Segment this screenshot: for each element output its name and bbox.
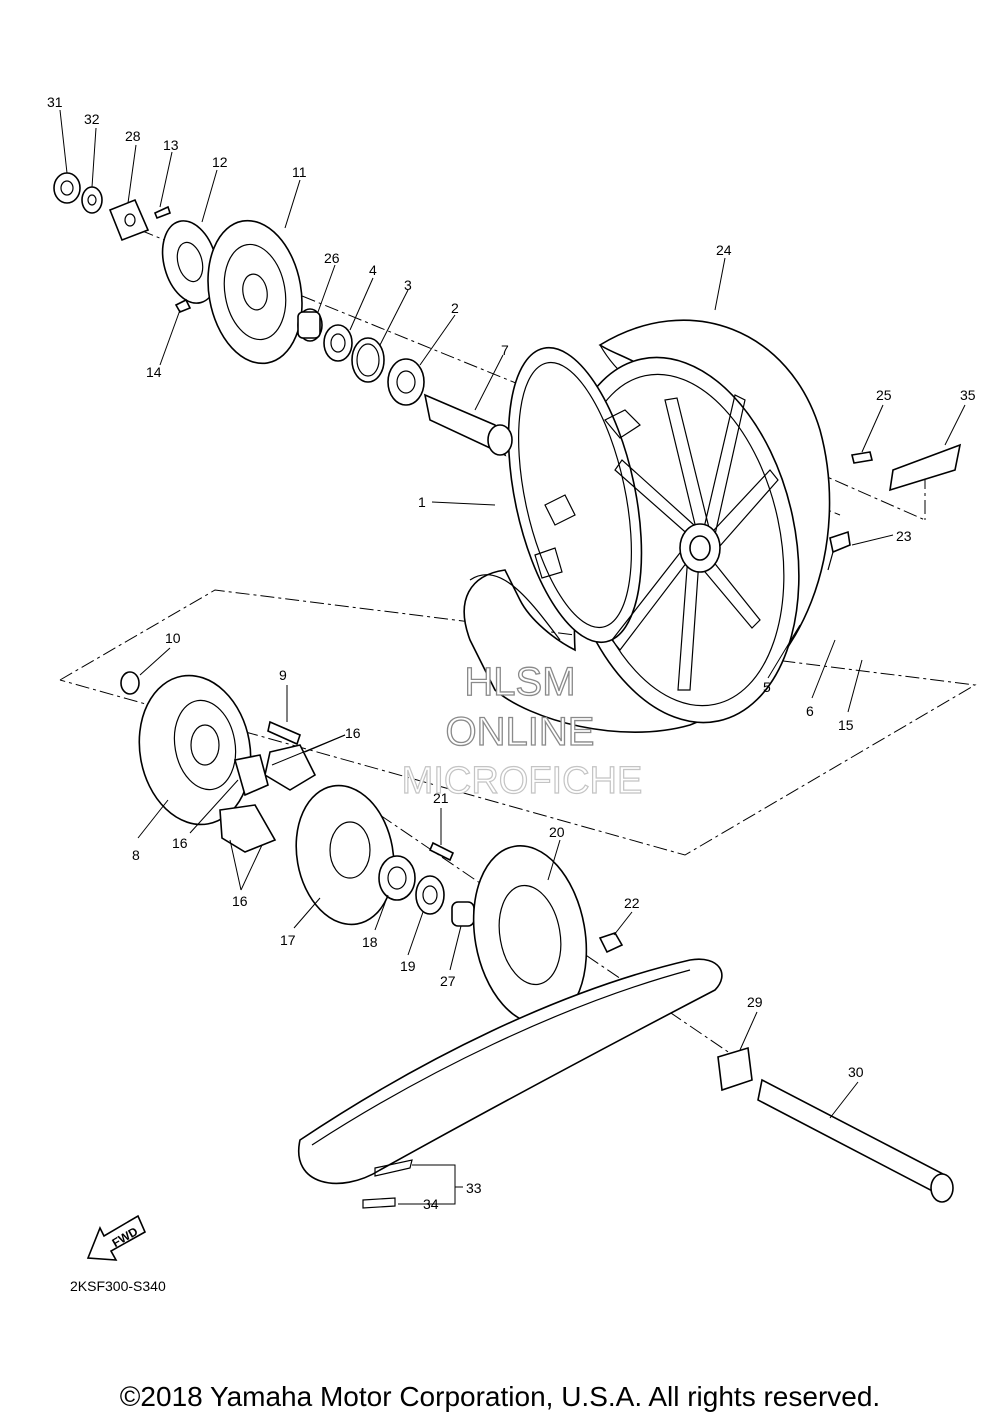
oil-seal-10[interactable]	[120, 671, 140, 695]
drive-chain[interactable]	[297, 958, 723, 1185]
bolt-14[interactable]	[174, 298, 192, 314]
callout-16-a: 16	[345, 725, 361, 741]
callout-27: 27	[440, 973, 456, 989]
screw-13[interactable]	[153, 205, 172, 220]
callout-17: 17	[280, 932, 296, 948]
callout-12: 12	[212, 154, 228, 170]
callout-1: 1	[418, 494, 426, 510]
callout-5: 5	[763, 679, 771, 695]
callout-23: 23	[896, 528, 912, 544]
valve-and-labels	[827, 443, 962, 571]
chain-joint[interactable]	[374, 1159, 413, 1177]
callout-14: 14	[146, 364, 162, 380]
callout-9: 9	[279, 667, 287, 683]
brake-disc[interactable]	[197, 213, 313, 371]
damper-lower[interactable]	[219, 804, 277, 853]
upper-hub-parts	[53, 172, 513, 457]
oil-seal-19[interactable]	[415, 875, 445, 915]
watermark-line-1: HLSM	[464, 660, 575, 704]
callout-4: 4	[369, 262, 377, 278]
fwd-arrow-icon	[86, 1214, 147, 1261]
callout-26: 26	[324, 250, 340, 266]
rear-wheel[interactable]	[463, 319, 831, 745]
callout-28: 28	[125, 128, 141, 144]
stud-bolt-21[interactable]	[428, 841, 455, 862]
damper-mid[interactable]	[233, 754, 269, 797]
collar-27[interactable]	[451, 901, 475, 927]
callout-6: 6	[806, 703, 814, 719]
bearing-2[interactable]	[387, 358, 425, 406]
label-sticker[interactable]	[889, 443, 962, 492]
watermark-line-3: MICROFICHE	[402, 760, 643, 802]
callout-3: 3	[404, 277, 412, 293]
nut-22[interactable]	[598, 932, 624, 954]
copyright-notice: ©2018 Yamaha Motor Corporation, U.S.A. A…	[120, 1381, 880, 1412]
joint-clip[interactable]	[362, 1197, 396, 1209]
washer[interactable]	[81, 186, 103, 214]
callout-2: 2	[451, 300, 459, 316]
leader-lines	[59, 109, 966, 1205]
wheel-spokes	[611, 394, 779, 691]
callout-20: 20	[549, 824, 565, 840]
spacer-7[interactable]	[423, 393, 507, 457]
callout-11: 11	[292, 164, 307, 180]
bolt-9[interactable]	[267, 720, 301, 746]
callout-24: 24	[716, 242, 732, 258]
watermark-line-2: ONLINE	[446, 710, 595, 754]
callout-22: 22	[624, 895, 640, 911]
callout-8: 8	[132, 847, 140, 863]
callout-16-c: 16	[232, 893, 248, 909]
callout-19: 19	[400, 958, 416, 974]
callout-15: 15	[838, 717, 854, 733]
callout-32: 32	[84, 111, 100, 127]
oil-seal-4[interactable]	[323, 324, 353, 362]
chain-puller[interactable]	[108, 198, 150, 242]
callout-29: 29	[747, 994, 763, 1010]
callout-31: 31	[47, 94, 63, 110]
rear-axle[interactable]	[757, 1078, 946, 1197]
callout-7: 7	[501, 342, 509, 358]
callout-13: 13	[163, 137, 179, 153]
callout-33: 33	[466, 1180, 482, 1196]
callout-10: 10	[165, 630, 181, 646]
balance-weight[interactable]	[851, 451, 873, 464]
bearing-18[interactable]	[378, 855, 416, 901]
chain-and-axle	[297, 958, 954, 1209]
callout-16-b: 16	[172, 835, 188, 851]
forward-arrow: FWD	[86, 1214, 147, 1261]
callout-34: 34	[423, 1196, 439, 1212]
sprocket-drive-hub[interactable]	[286, 778, 405, 933]
chain-adjuster-29[interactable]	[717, 1046, 753, 1092]
lower-hub-parts	[120, 671, 624, 1025]
callout-35: 35	[960, 387, 976, 403]
callout-21: 21	[433, 790, 449, 806]
callout-25: 25	[876, 387, 892, 403]
valve-stem[interactable]	[829, 530, 851, 554]
nut[interactable]	[53, 172, 81, 204]
watermark: HLSM ONLINE MICROFICHE	[401, 659, 643, 802]
diagram-code: 2KSF300-S340	[70, 1278, 166, 1294]
callout-18: 18	[362, 934, 378, 950]
callout-labels: 31 32 28 13 12 11 26 4 3 2 7 14 24 25 35…	[47, 94, 976, 1212]
damper-upper[interactable]	[264, 744, 317, 791]
collar-26[interactable]	[297, 311, 321, 339]
callout-30: 30	[848, 1064, 864, 1080]
